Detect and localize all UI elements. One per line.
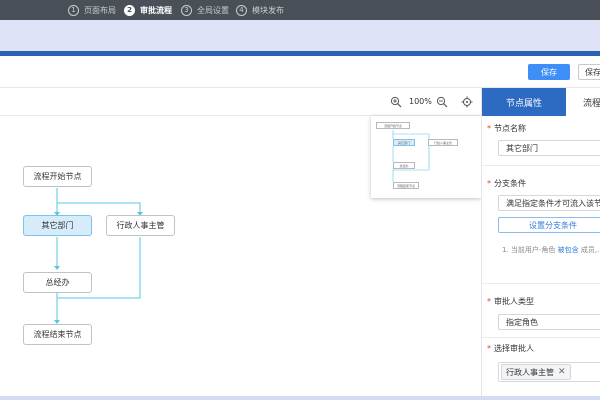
flow-node-other-dept[interactable]: 其它部门 bbox=[23, 215, 92, 236]
tab-node-properties[interactable]: 节点属性 bbox=[482, 88, 566, 116]
minimap-connectors bbox=[392, 130, 430, 182]
hint-prefix: 1. 当前用户-角色 bbox=[502, 246, 556, 254]
flow-node-end[interactable]: 流程结束节点 bbox=[23, 324, 92, 345]
step-global-settings[interactable]: 3 全局设置 bbox=[181, 4, 229, 16]
required-mark: * bbox=[487, 297, 491, 306]
arrow-head bbox=[54, 266, 60, 270]
connector-hr-merge bbox=[57, 237, 141, 299]
approver-type-label-text: 审批人类型 bbox=[494, 297, 534, 306]
steps-bar: 1 页面布局 2 审批流程 3 全局设置 4 模块发布 bbox=[0, 0, 600, 20]
arrow-head bbox=[54, 212, 60, 216]
approver-label: *选择审批人 bbox=[487, 343, 534, 354]
step-label: 页面布局 bbox=[84, 5, 116, 15]
step-label: 模块发布 bbox=[252, 5, 284, 15]
properties-panel: 节点属性 流程 *节点名称 其它部门 *分支条件 满足指定条件才可流入该节点 设… bbox=[481, 88, 600, 400]
branch-label: *分支条件 bbox=[487, 178, 526, 189]
set-branch-condition-button[interactable]: 设置分支条件 bbox=[498, 217, 600, 233]
minimap-node-end: 流程结束节点 bbox=[393, 182, 419, 189]
step-number: 4 bbox=[236, 4, 247, 16]
section-approver-type: *审批人类型 指定角色 bbox=[482, 284, 600, 338]
approver-select[interactable] bbox=[498, 362, 600, 382]
hint-suffix: 成员,... bbox=[580, 246, 600, 254]
approver-type-label: *审批人类型 bbox=[487, 296, 534, 307]
fit-view-icon[interactable] bbox=[461, 96, 473, 108]
connector-start-hr bbox=[57, 202, 141, 214]
flow-node-start[interactable]: 流程开始节点 bbox=[23, 166, 92, 187]
required-mark: * bbox=[487, 124, 491, 133]
minimap-node-dept: 其它部门 bbox=[393, 139, 415, 146]
minimap[interactable]: 流程开始节点 其它部门 行政人事主管 总经办 流程结束节点 bbox=[371, 116, 481, 198]
hint-emphasis: 被包含 bbox=[557, 246, 579, 254]
canvas-toolbar: 100% bbox=[0, 88, 481, 116]
step-approval-flow[interactable]: 2 审批流程 bbox=[124, 4, 172, 16]
step-label: 审批流程 bbox=[140, 5, 172, 15]
step-number: 3 bbox=[181, 4, 192, 16]
step-module-publish[interactable]: 4 模块发布 bbox=[236, 4, 284, 16]
section-branch-condition: *分支条件 满足指定条件才可流入该节点 设置分支条件 1. 当前用户-角色 被包… bbox=[482, 168, 600, 284]
section-approver: *选择审批人 行政人事主管 ✕ bbox=[482, 338, 600, 400]
arrow-head bbox=[54, 320, 60, 324]
arrow-head bbox=[137, 212, 143, 216]
zoom-level: 100% bbox=[409, 97, 432, 106]
required-mark: * bbox=[487, 179, 491, 188]
flow-canvas[interactable]: 100% bbox=[0, 88, 481, 400]
flow-node-hr-manager[interactable]: 行政人事主管 bbox=[106, 215, 175, 236]
zoom-out-icon[interactable] bbox=[436, 96, 448, 108]
minimap-node-start: 流程开始节点 bbox=[376, 122, 410, 129]
save-secondary-button[interactable]: 保存 bbox=[578, 64, 600, 80]
header-band bbox=[0, 20, 600, 52]
step-label: 全局设置 bbox=[197, 5, 229, 15]
minimap-node-hr: 行政人事主管 bbox=[428, 139, 458, 146]
required-mark: * bbox=[487, 344, 491, 353]
node-name-label: *节点名称 bbox=[487, 123, 526, 134]
node-name-label-text: 节点名称 bbox=[494, 124, 526, 133]
action-row: 保存 保存 bbox=[0, 56, 600, 88]
tab-flow[interactable]: 流程 bbox=[566, 88, 600, 116]
step-number: 1 bbox=[68, 4, 79, 16]
zoom-in-icon[interactable] bbox=[390, 96, 402, 108]
minimap-node-gm: 总经办 bbox=[393, 162, 415, 169]
branch-label-text: 分支条件 bbox=[494, 179, 526, 188]
save-button[interactable]: 保存 bbox=[528, 64, 570, 80]
header-divider bbox=[0, 51, 600, 56]
node-name-input[interactable]: 其它部门 bbox=[498, 140, 600, 156]
approver-tag: 行政人事主管 ✕ bbox=[501, 364, 571, 380]
bottom-strip bbox=[0, 396, 600, 400]
approver-label-text: 选择审批人 bbox=[494, 344, 534, 353]
step-number: 2 bbox=[124, 4, 135, 16]
branch-condition-input[interactable]: 满足指定条件才可流入该节点 bbox=[498, 195, 600, 211]
panel-tabs: 节点属性 流程 bbox=[482, 88, 600, 116]
flow-node-general-office[interactable]: 总经办 bbox=[23, 272, 92, 293]
approver-type-select[interactable]: 指定角色 bbox=[498, 314, 600, 330]
remove-tag-icon[interactable]: ✕ bbox=[558, 367, 566, 377]
flow-connectors bbox=[54, 188, 143, 324]
approver-tag-label: 行政人事主管 bbox=[506, 367, 554, 377]
section-node-name: *节点名称 其它部门 bbox=[482, 116, 600, 166]
step-layout[interactable]: 1 页面布局 bbox=[68, 4, 116, 16]
branch-condition-hint: 1. 当前用户-角色 被包含 成员,... bbox=[502, 245, 600, 255]
